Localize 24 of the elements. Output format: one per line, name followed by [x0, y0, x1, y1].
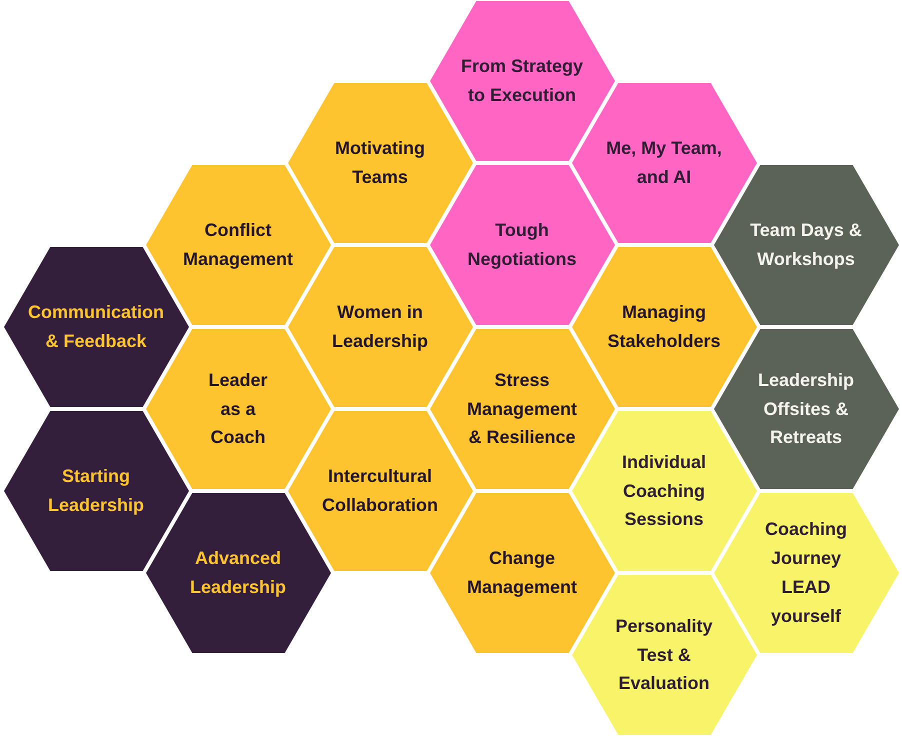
topic-label: Stress Management & Resilience [466, 368, 577, 450]
topic-label: Tough Negotiations [466, 219, 578, 271]
topic-label: Advanced Leadership [188, 547, 288, 599]
hexagon-tile [714, 165, 898, 325]
topic-label: Me, My Team, and AI [605, 137, 723, 189]
topic-label: Communication & Feedback [26, 301, 165, 353]
topic-label: Leader as a Coach [208, 368, 268, 450]
topic-label: Conflict Management [182, 219, 294, 271]
topic-label: Managing Stakeholders [606, 301, 722, 353]
topic-label: Individual Coaching Sessions [622, 450, 706, 532]
topic-label: From Strategy to Execution [460, 55, 584, 107]
topic-label: Leadership Offsites & Retreats [758, 368, 854, 450]
topic-label: Coaching Journey LEAD yourself [764, 518, 847, 628]
hexagon-tile [4, 411, 188, 571]
topic-label: Motivating Teams [334, 137, 426, 189]
hexagon-tile [146, 329, 330, 489]
topic-label: Team Days & Workshops [749, 219, 863, 271]
hexagon-tile [430, 165, 614, 325]
topic-label: Change Management [466, 547, 578, 599]
topic-label: Intercultural Collaboration [321, 465, 439, 517]
hexagon-tile [714, 493, 898, 653]
topic-label: Starting Leadership [46, 465, 146, 517]
topic-label: Women in Leadership [332, 301, 428, 353]
topic-label: Personality Test & Evaluation [615, 614, 713, 696]
